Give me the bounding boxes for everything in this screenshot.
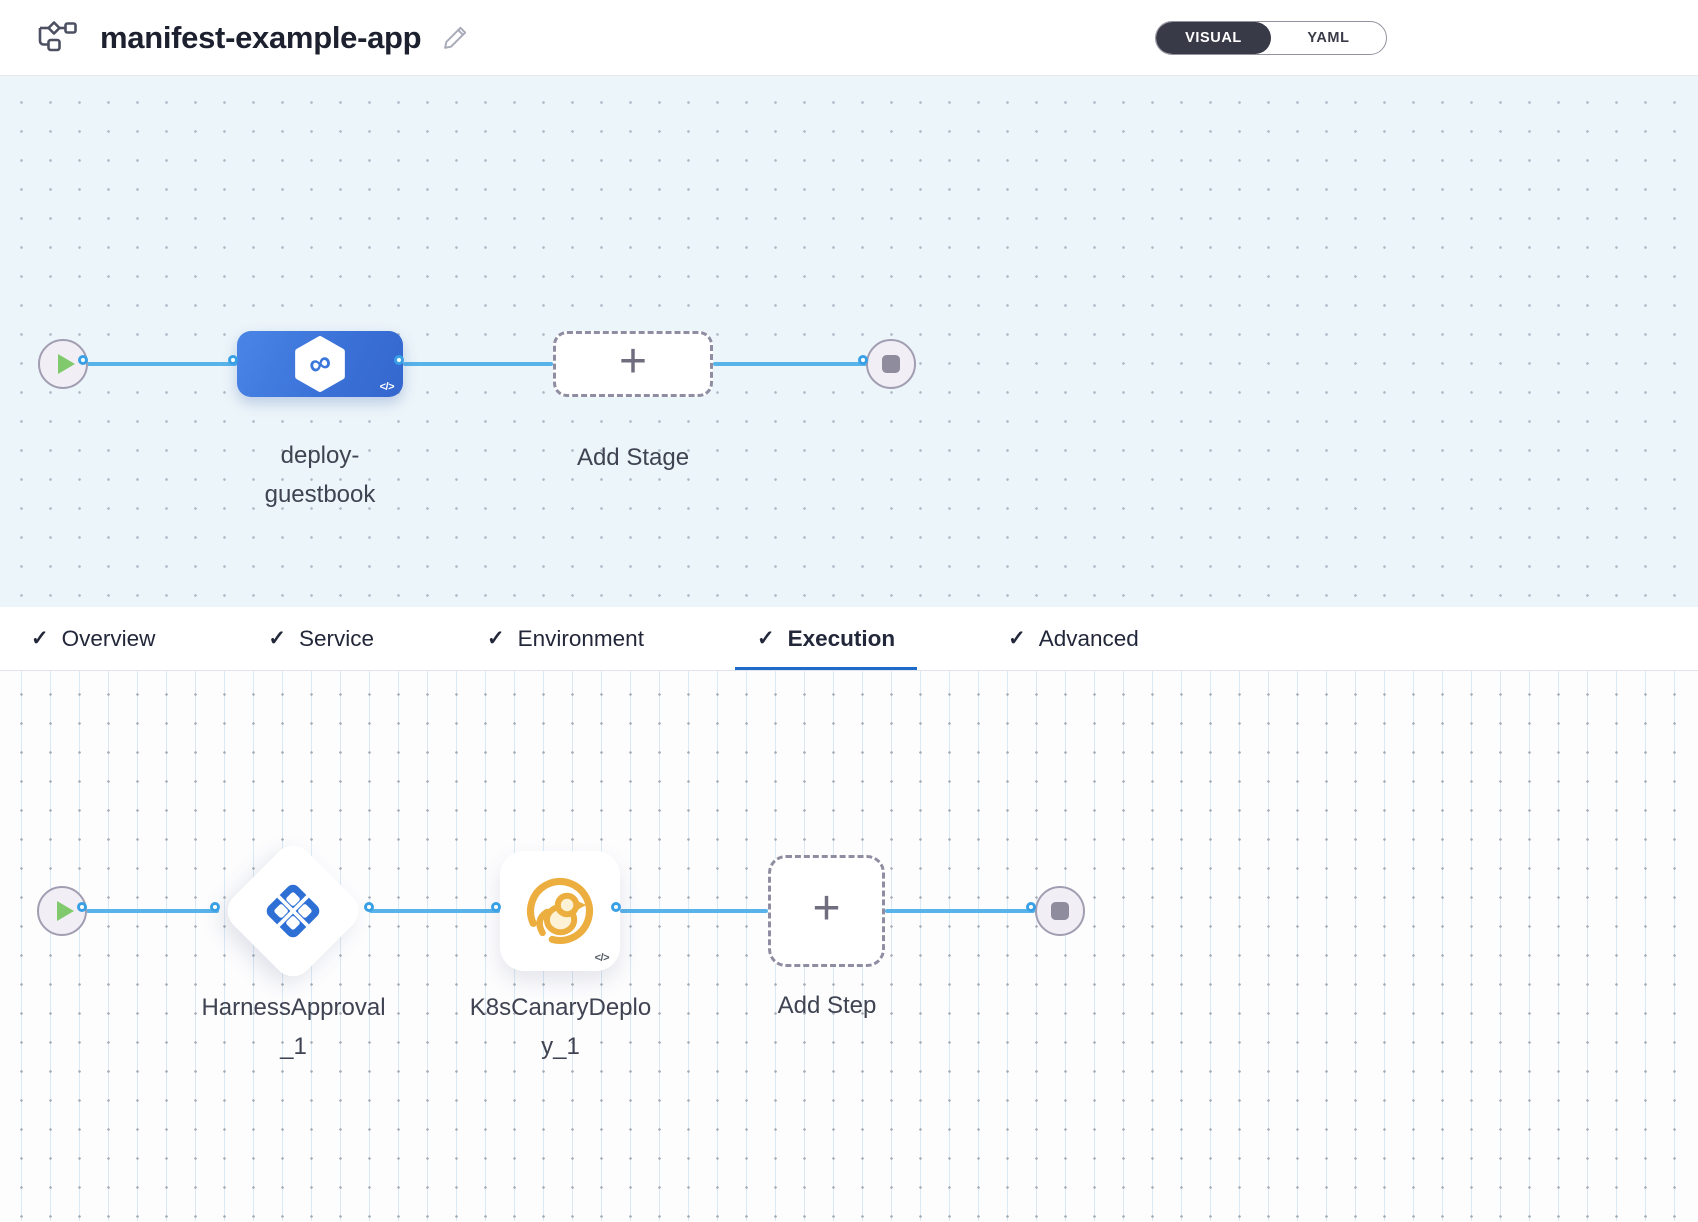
edit-pencil-icon[interactable] [442, 24, 469, 51]
check-icon: ✓ [756, 627, 775, 650]
add-step-button[interactable]: + [768, 855, 885, 967]
add-stage-button[interactable]: + [553, 331, 713, 397]
stop-icon [882, 355, 900, 373]
tab-service[interactable]: ✓ Service [268, 625, 375, 651]
connection-point[interactable] [364, 902, 374, 912]
connection-point[interactable] [77, 902, 87, 912]
plus-icon: + [812, 882, 841, 935]
check-icon: ✓ [1008, 627, 1026, 650]
header: manifest-example-app VISUAL YAML [0, 0, 1698, 76]
check-icon: ✓ [31, 627, 49, 650]
visual-toggle-button[interactable]: VISUAL [1156, 21, 1271, 54]
step-label: HarnessApproval_1 [201, 994, 386, 1060]
stage-canvas: ∞ </> + deploy-guestbook Add Stage [0, 76, 1698, 607]
connection-point[interactable] [1026, 902, 1036, 912]
pipeline-hierarchy-icon [38, 20, 77, 51]
connector-edge [620, 909, 768, 913]
yaml-toggle-button[interactable]: YAML [1307, 29, 1350, 46]
connector-edge [369, 909, 500, 913]
connection-point[interactable] [491, 902, 501, 912]
play-icon [56, 901, 74, 921]
check-icon: ✓ [268, 627, 286, 650]
end-node [866, 339, 916, 389]
tab-advanced[interactable]: ✓ Advanced [1008, 625, 1139, 651]
tab-execution[interactable]: ✓ Execution [734, 607, 918, 670]
connection-point[interactable] [394, 355, 404, 365]
connector-edge [885, 909, 1035, 913]
step-node-harness-approval[interactable] [219, 837, 367, 985]
connection-point[interactable] [611, 902, 621, 912]
code-badge-icon: </> [379, 381, 395, 393]
tab-overview[interactable]: ✓ Overview [31, 625, 156, 651]
deployment-stage-icon: ∞ [295, 336, 345, 392]
connection-point[interactable] [858, 355, 868, 365]
execution-canvas: </> + HarnessApproval_1 K8sCanaryDeploy_… [0, 671, 1698, 1221]
stop-icon [1051, 902, 1069, 920]
connector-edge [403, 362, 553, 366]
end-node [1035, 886, 1085, 936]
stage-label: deploy-guestbook [264, 442, 376, 508]
connection-point[interactable] [210, 902, 220, 912]
stage-node-deploy-guestbook[interactable]: ∞ </> [237, 331, 403, 397]
tab-environment[interactable]: ✓ Environment [487, 625, 644, 651]
visual-yaml-toggle: VISUAL YAML [1155, 20, 1387, 55]
connector-edge [86, 909, 219, 913]
page-title: manifest-example-app [100, 19, 422, 55]
add-stage-label: Add Stage [576, 444, 690, 471]
stage-config-tabbar: ✓ Overview ✓ Service ✓ Environment ✓ Exe… [0, 607, 1698, 671]
check-icon: ✓ [487, 627, 505, 650]
add-step-label: Add Step [777, 992, 877, 1019]
canary-bird-icon [527, 878, 593, 944]
plus-icon: + [618, 335, 648, 388]
connection-point[interactable] [78, 355, 88, 365]
code-badge-icon: </> [594, 952, 610, 964]
step-label: K8sCanaryDeploy_1 [469, 994, 652, 1060]
connector-edge [87, 362, 237, 366]
connection-point[interactable] [228, 355, 238, 365]
play-icon [57, 354, 75, 374]
connector-edge [713, 362, 867, 366]
step-node-k8s-canary-deploy[interactable]: </> [500, 851, 620, 971]
